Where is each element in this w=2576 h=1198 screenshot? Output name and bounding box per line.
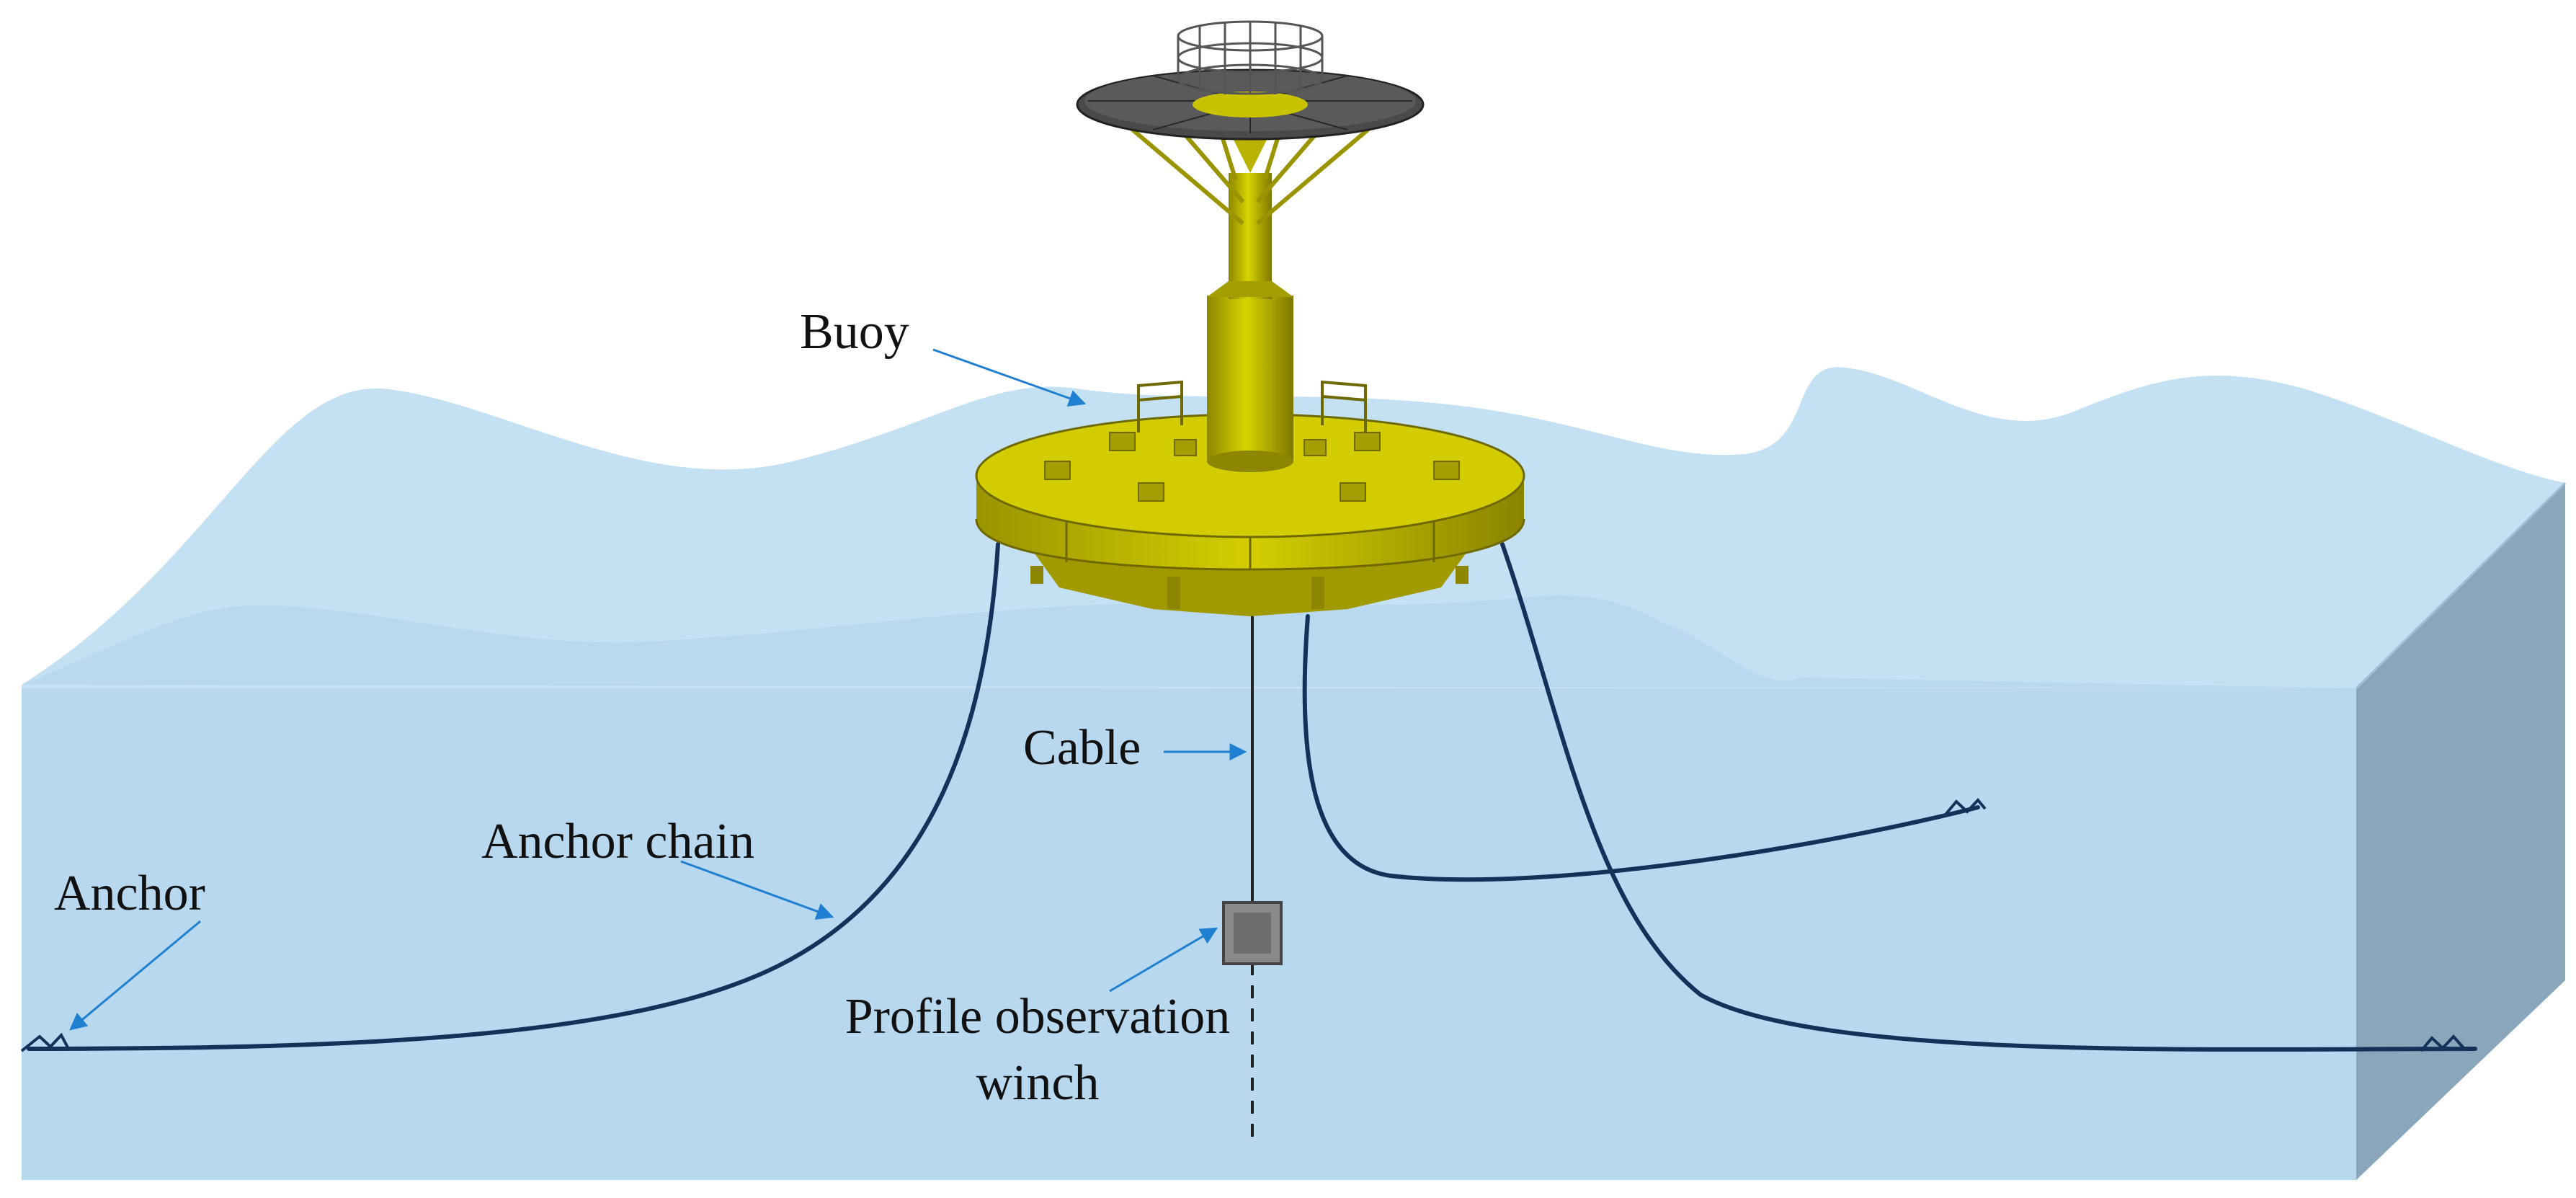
winch-label-line1: Profile observation: [845, 989, 1231, 1044]
water-front-face: [22, 688, 2356, 1180]
anchor-chains: [27, 542, 2477, 1052]
buoy-arrow: [932, 348, 1087, 407]
callout-arrows: [69, 348, 1247, 1031]
anchor-chain-left: [27, 542, 1000, 1051]
winch-label-line2: winch: [976, 1055, 1099, 1111]
anchor-chain-label: Anchor chain: [481, 814, 754, 869]
winch-box: [1222, 901, 1283, 965]
anchor-label: Anchor: [54, 866, 205, 921]
water-wave-band: [22, 595, 2356, 688]
water-side-face: [2356, 483, 2565, 1180]
anchor-mark-center: [1944, 797, 1987, 816]
anchor-arrow: [69, 920, 201, 1031]
buoy-illustration: [975, 20, 1525, 616]
anchor-mark-right: [2420, 1034, 2466, 1052]
anchor-chain-arrow: [680, 860, 834, 920]
buoy-label: Buoy: [800, 304, 909, 360]
anchor-chain-center: [1302, 614, 1980, 882]
anchor-chain-right: [1500, 542, 2477, 1052]
cable-label: Cable: [1023, 720, 1141, 776]
water-block: [22, 367, 2567, 1180]
winch-arrow: [1109, 927, 1218, 993]
anchor-mark-left: [20, 1032, 70, 1052]
